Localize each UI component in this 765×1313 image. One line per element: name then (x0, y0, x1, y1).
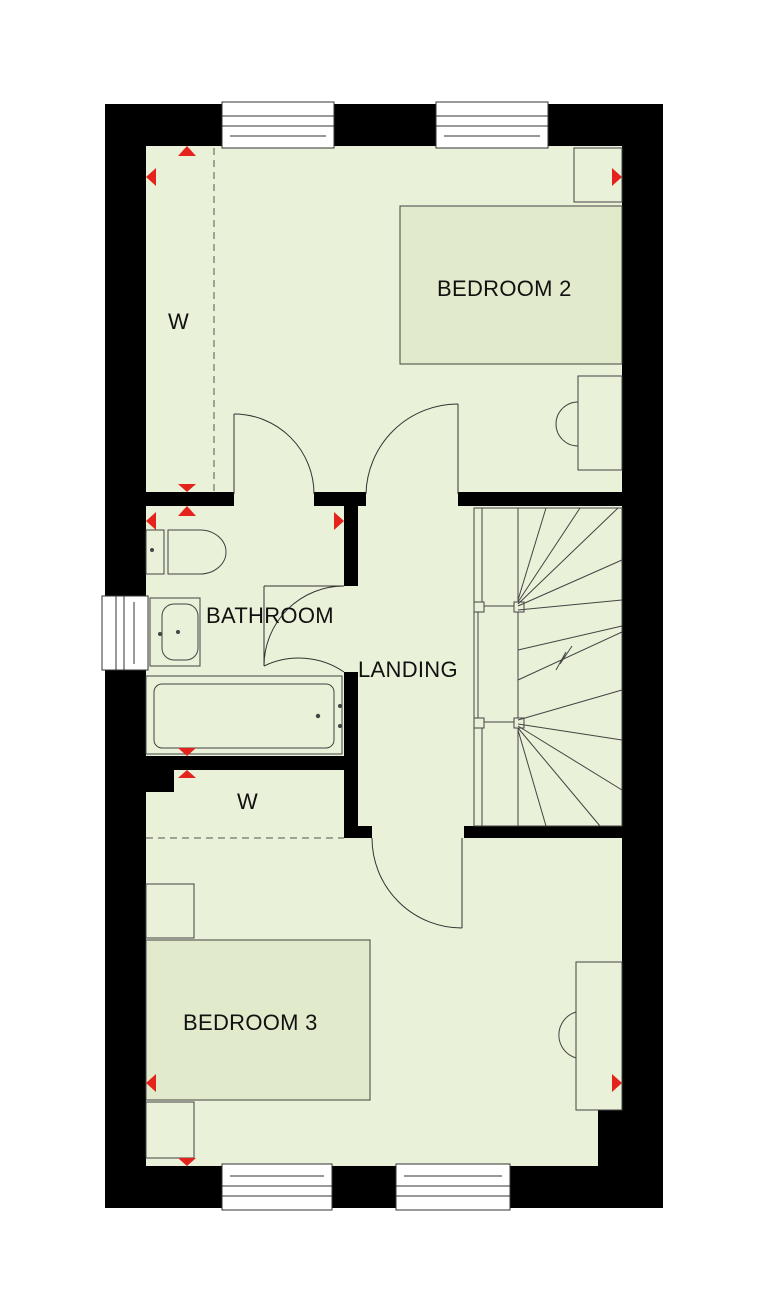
label-bedroom-2: BEDROOM 2 (437, 276, 572, 301)
bed-bedroom-3 (145, 939, 371, 1101)
window-bottom-right (395, 1163, 511, 1211)
window-bottom-left (221, 1163, 333, 1211)
wall-bed2-bath-mid (314, 492, 366, 506)
chair-bedroom-2 (555, 401, 579, 447)
wall-stairs-bottom (464, 826, 624, 838)
windows (101, 101, 549, 1211)
window-bathroom (101, 595, 149, 671)
wall-bath-right-bottom (344, 672, 358, 768)
bedside-table-bedroom-2 (573, 147, 623, 203)
wall-bath-right-top (344, 506, 358, 586)
chair-bedroom-3 (558, 1011, 577, 1059)
arrow-marker (146, 512, 156, 530)
wall-bath-bottom (146, 756, 358, 770)
arrow-marker (146, 1074, 156, 1092)
room-labels: BEDROOM 2 W BATHROOM LANDING W BEDROOM 3 (168, 276, 572, 1035)
door-bathroom (263, 585, 345, 673)
window-top-left (221, 101, 335, 149)
wall-bed2-bath-left (146, 492, 234, 506)
desk-bedroom-3 (575, 961, 623, 1111)
bedroom-2-furniture (399, 147, 623, 471)
wall-bed2-stairs (458, 492, 624, 506)
door-bed2-landing (365, 403, 459, 495)
arrow-marker (178, 748, 196, 756)
door-bed2-left (233, 413, 315, 495)
wall-landing-bottom-left (344, 826, 372, 838)
arrow-marker (334, 512, 344, 530)
label-wardrobe-bedroom-2: W (168, 309, 189, 334)
basin (149, 597, 201, 667)
arrow-marker (146, 168, 156, 186)
arrow-marker (178, 1158, 196, 1166)
arrow-marker (178, 770, 196, 778)
window-top-right (435, 101, 549, 149)
bed-bedroom-2 (399, 205, 623, 365)
wall-notch (598, 1110, 624, 1168)
door-bedroom-3 (371, 837, 463, 929)
arrow-marker (178, 146, 196, 156)
label-landing: LANDING (358, 657, 458, 682)
label-bedroom-3: BEDROOM 3 (183, 1010, 318, 1035)
interior-walls (146, 492, 624, 838)
wardrobe-lines (146, 148, 344, 839)
label-bathroom: BATHROOM (206, 603, 334, 628)
staircase (473, 507, 623, 827)
measurement-arrows (146, 146, 622, 1166)
bath (145, 675, 343, 755)
doors (233, 403, 463, 929)
bedroom-3-furniture (145, 883, 623, 1159)
bedside-table-top-bedroom-3 (145, 883, 195, 939)
arrow-marker (612, 168, 622, 186)
toilet (145, 529, 227, 575)
arrow-marker (178, 484, 196, 492)
bedside-table-bottom-bedroom-3 (145, 1101, 195, 1159)
arrow-marker (178, 506, 196, 516)
bathroom-fixtures (145, 529, 343, 755)
arrow-marker (612, 1074, 622, 1092)
desk-bedroom-2 (577, 375, 623, 471)
wall-wardrobe-right (344, 770, 358, 838)
label-wardrobe-bedroom-3: W (237, 789, 258, 814)
